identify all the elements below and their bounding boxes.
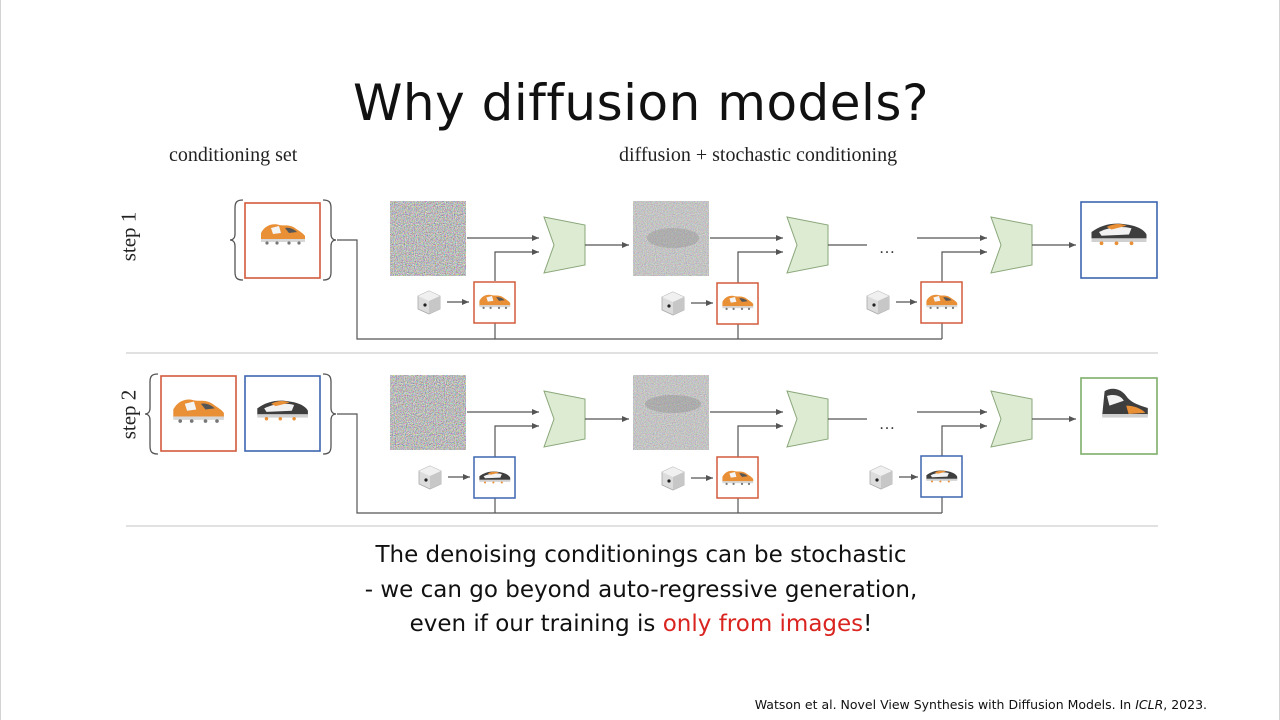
unet-block xyxy=(543,216,586,274)
unet-block xyxy=(786,390,829,448)
step2-bracket-right xyxy=(322,373,337,455)
step1-row: … xyxy=(229,199,1158,340)
ellipsis: … xyxy=(879,416,895,433)
caption-highlight: only from images xyxy=(662,611,864,637)
caption: The denoising conditionings can be stoch… xyxy=(341,538,941,642)
unet-block xyxy=(990,216,1033,274)
noise-image xyxy=(390,201,466,276)
citation-text: Watson et al. Novel View Synthesis with … xyxy=(754,697,1136,712)
unet-block xyxy=(786,216,829,274)
step1-feed-line xyxy=(337,239,942,340)
citation-venue: ICLR xyxy=(1135,697,1164,712)
step2-row: … xyxy=(144,373,1158,514)
dice-icon xyxy=(866,290,890,315)
dice-icon xyxy=(418,465,442,490)
ellipsis: … xyxy=(879,240,895,257)
slide-title: Why diffusion models? xyxy=(352,74,930,132)
dice-icon xyxy=(417,290,441,315)
dice-icon xyxy=(661,291,685,316)
caption-line-3-suffix: ! xyxy=(863,611,873,637)
dice-icon xyxy=(869,465,893,490)
caption-line-3-prefix: even if our training is xyxy=(409,611,663,637)
unet-block xyxy=(543,390,586,448)
noise-image xyxy=(390,375,466,450)
dice-icon xyxy=(661,466,685,491)
step1-bracket-right xyxy=(322,199,337,281)
noisy-image xyxy=(633,375,709,450)
step1-bracket-left xyxy=(229,199,244,281)
step2-feed-line xyxy=(337,413,942,514)
noisy-image xyxy=(633,201,709,276)
caption-line-2: - we can go beyond auto-regressive gener… xyxy=(364,576,918,603)
caption-line-3: even if our training is only from images… xyxy=(341,607,941,642)
citation-year: , 2023. xyxy=(1163,697,1207,712)
citation: Watson et al. Novel View Synthesis with … xyxy=(755,697,1207,712)
diffusion-header-label: diffusion + stochastic conditioning xyxy=(619,144,898,166)
conditioning-set-label: conditioning set xyxy=(169,144,298,166)
unet-block xyxy=(990,390,1033,448)
caption-line-1: The denoising conditionings can be stoch… xyxy=(375,542,907,568)
step2-bracket-left xyxy=(144,373,159,455)
